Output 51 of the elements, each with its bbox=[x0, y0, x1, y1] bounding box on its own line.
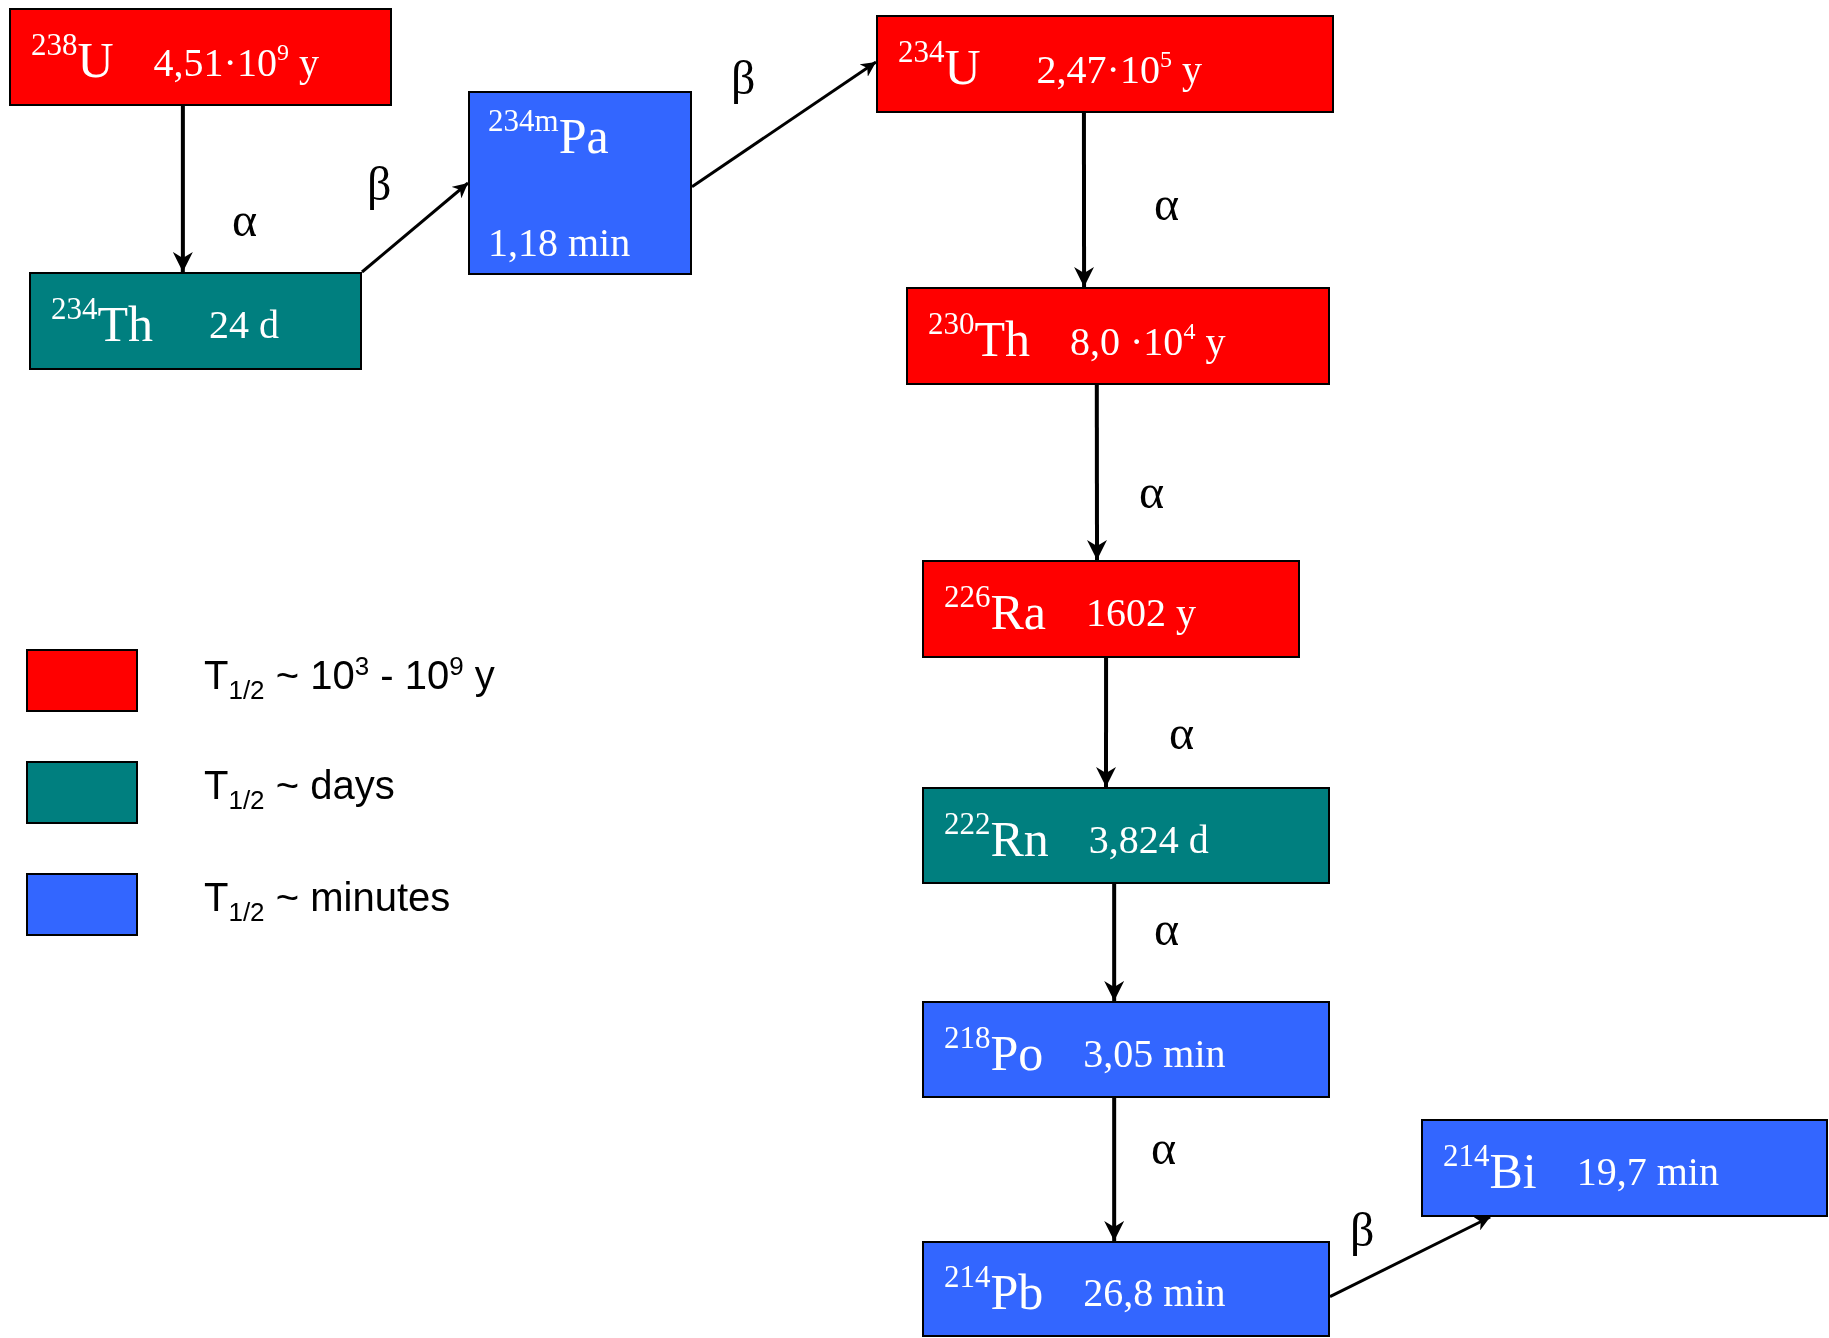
nuclide-symbol: $^{218}$Po bbox=[944, 1021, 1044, 1078]
edge-label: α bbox=[1154, 905, 1180, 953]
edge-label: α bbox=[1139, 468, 1165, 516]
nuclide-box bbox=[922, 560, 1300, 658]
legend-text: T$_{1/2}$ ~ 10$^{3}$ - 10$^{9}$ y bbox=[204, 651, 495, 706]
half-life: 3,824 d bbox=[1088, 819, 1209, 860]
nuclide-symbol: $^{222}$Rn bbox=[944, 807, 1049, 864]
legend-text: T$_{1/2}$ ~ days bbox=[204, 763, 395, 816]
nuclide-box bbox=[922, 787, 1330, 884]
arrow bbox=[361, 181, 469, 274]
nuclide-box bbox=[906, 287, 1330, 385]
nuclide-symbol: $^{234}$Th bbox=[51, 293, 154, 349]
nuclide-box bbox=[9, 8, 392, 106]
nuclide-symbol: $^{234m}$Pa bbox=[488, 105, 609, 161]
arrow bbox=[1096, 658, 1116, 787]
nuclide-symbol: $^{214}$Bi bbox=[1443, 1140, 1537, 1196]
arrow bbox=[691, 60, 877, 188]
arrow bbox=[1087, 385, 1107, 560]
arrow bbox=[1104, 884, 1125, 1001]
nuclide-box bbox=[922, 1001, 1330, 1098]
edge-label: α bbox=[1169, 709, 1195, 757]
arrow bbox=[1329, 1215, 1491, 1299]
nuclide-box bbox=[876, 15, 1334, 113]
nuclide-box bbox=[922, 1241, 1330, 1337]
half-life: 3,05 min bbox=[1083, 1033, 1226, 1074]
edge-label: β bbox=[731, 54, 756, 102]
nuclide-box bbox=[1421, 1119, 1828, 1217]
nuclide-box bbox=[29, 272, 362, 370]
half-life: 1,18 min bbox=[488, 223, 631, 263]
half-life: 26,8 min bbox=[1083, 1273, 1226, 1313]
arrow bbox=[1104, 1098, 1125, 1241]
arrow bbox=[172, 106, 193, 272]
edge-label: α bbox=[232, 196, 258, 244]
half-life: 1602 y bbox=[1086, 593, 1197, 633]
edge-label: α bbox=[1151, 1124, 1177, 1172]
half-life: 4,51·10$^{9}$ y bbox=[153, 39, 319, 83]
half-life: 24 d bbox=[209, 305, 280, 345]
nuclide-box bbox=[468, 91, 692, 275]
legend-text: T$_{1/2}$ ~ minutes bbox=[204, 875, 451, 928]
nuclide-symbol: $^{234}$U bbox=[898, 36, 981, 92]
half-life: 2,47·10$^{5}$ y bbox=[1036, 46, 1202, 90]
half-life: 19,7 min bbox=[1576, 1152, 1719, 1192]
nuclide-symbol: $^{230}$Th bbox=[928, 308, 1031, 364]
half-life: 8,0 ·10$^{4}$ y bbox=[1070, 318, 1226, 362]
edge-label: α bbox=[1154, 180, 1180, 228]
arrow bbox=[1074, 113, 1095, 287]
nuclide-symbol: $^{214}$Pb bbox=[944, 1261, 1044, 1317]
nuclide-symbol: $^{238}$U bbox=[31, 29, 114, 85]
nuclide-symbol: $^{226}$Ra bbox=[944, 581, 1047, 637]
edge-label: β bbox=[367, 160, 392, 208]
edge-label: β bbox=[1350, 1206, 1375, 1254]
